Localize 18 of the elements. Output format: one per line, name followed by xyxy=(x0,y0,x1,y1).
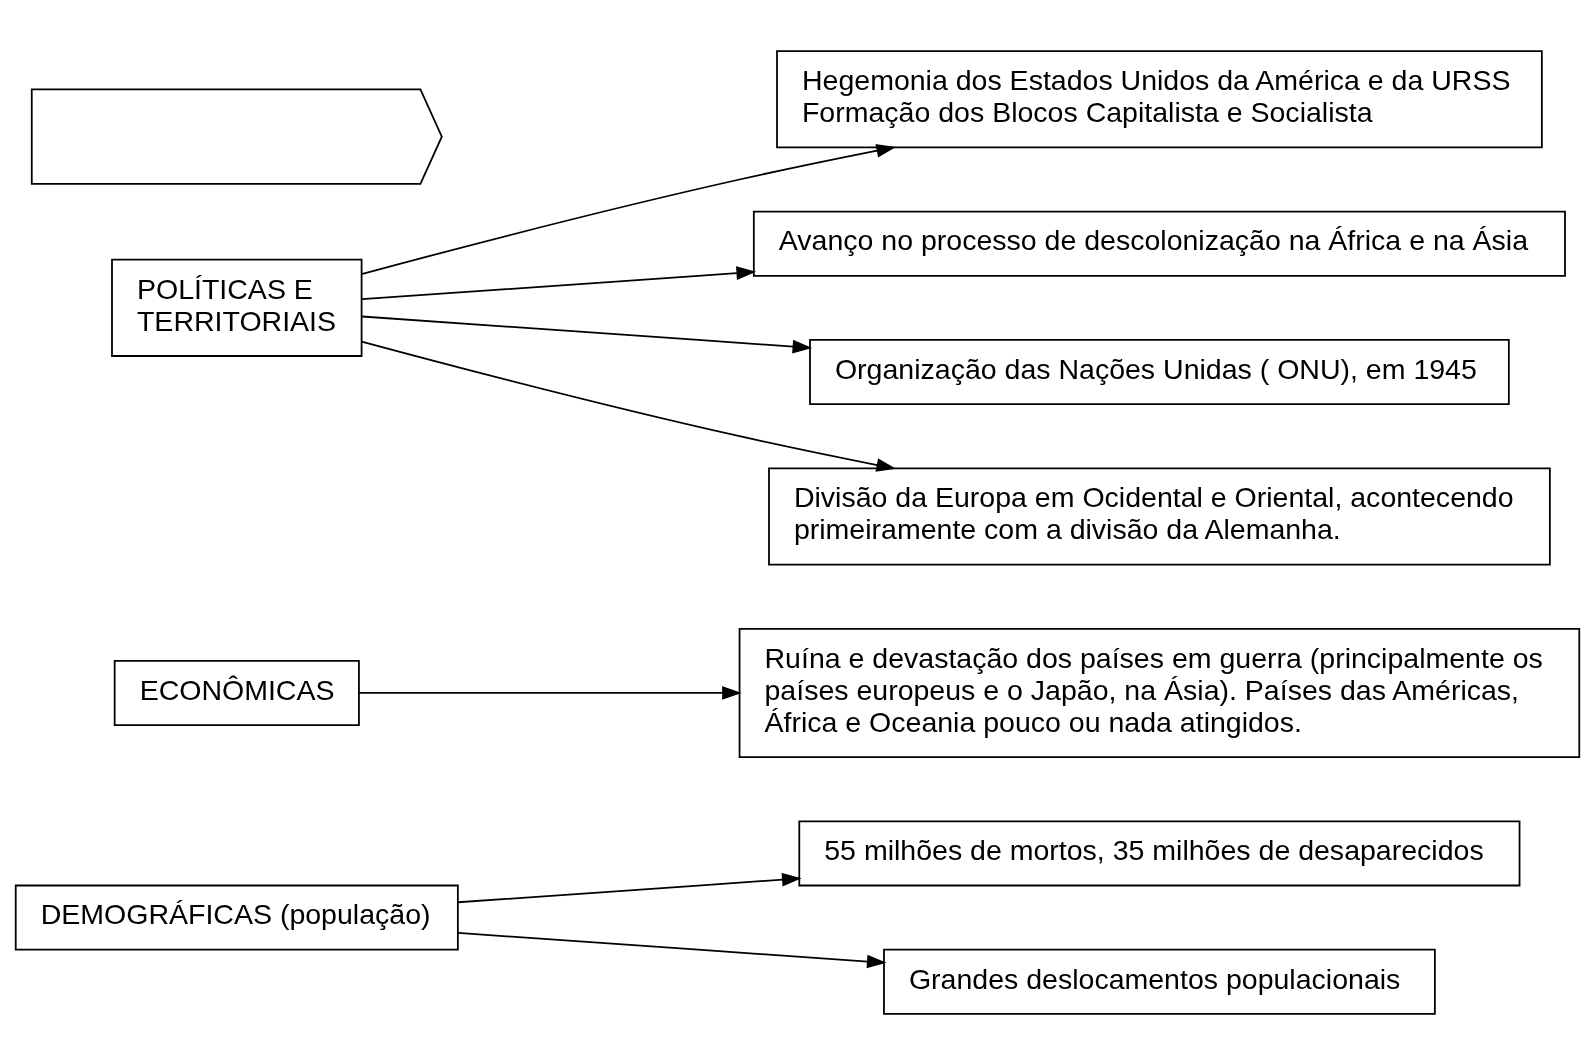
arrow xyxy=(361,315,813,353)
arrow xyxy=(360,143,897,275)
node-callout xyxy=(30,88,443,185)
arrow xyxy=(457,931,887,968)
node-box: Ruína e devastação dos países em guerra (principalmente os países europeus e o Japão, na Ásia). Países das Américas, África e Oceania pouco ou nada atingidos. xyxy=(738,627,1581,758)
arrow xyxy=(361,265,757,300)
node-box: Avanço no processo de descolonização na África e na Ásia xyxy=(752,210,1566,277)
node-box: DEMOGRÁFICAS (população) xyxy=(14,884,459,951)
node-box: POLÍTICAS E TERRITORIAIS xyxy=(111,258,363,357)
arrow xyxy=(360,340,897,472)
node-box: 55 milhões de mortos, 35 milhões de desaparecidos xyxy=(798,819,1521,886)
node-box: Hegemonia dos Estados Unidos da América e da URSS Formação dos Blocos Capitalista e Socialista xyxy=(776,49,1543,148)
node-box: Organização das Nações Unidas ( ONU), em 1945 xyxy=(809,338,1510,405)
node-box: Divisão da Europa em Ocidental e Oriental, acontecendo primeiramente com a divisão da Alemanha. xyxy=(768,466,1551,565)
node-box: ECONÔMICAS xyxy=(113,659,360,726)
arrow xyxy=(358,685,742,700)
arrow xyxy=(457,872,802,903)
node-box: Grandes deslocamentos populacionais xyxy=(883,948,1436,1015)
